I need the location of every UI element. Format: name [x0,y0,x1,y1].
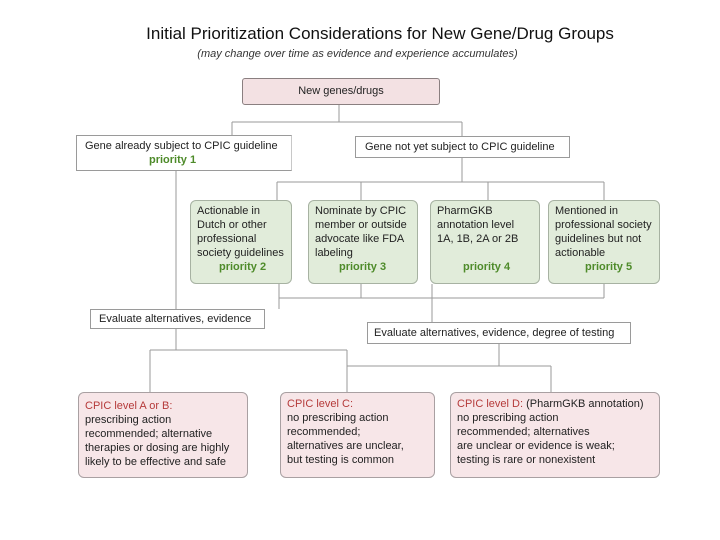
branch-right-label: Gene not yet subject to CPIC guideline [365,141,555,153]
criteria-3-line-1: PharmGKB [437,205,493,217]
criteria-actionable-dutch: Actionable in Dutch or other professiona… [190,200,292,284]
level-d-line-1: no prescribing action [457,412,559,424]
cpic-level-d: CPIC level D: (PharmGKB annotation) no p… [450,392,660,478]
level-a-line-1: prescribing action [85,414,172,426]
cpic-level-a-or-b: CPIC level A or B: prescribing action re… [78,392,248,478]
level-d-line-4: testing is rare or nonexistent [457,454,596,466]
criteria-1-line-3: professional [197,233,257,245]
criteria-1-line-1: Actionable in [197,205,260,217]
level-c-line-1: no prescribing action [287,412,389,424]
criteria-4-line-4: actionable [555,247,606,259]
criteria-2-line-2: member or outside [315,219,407,231]
criteria-2-line-1: Nominate by CPIC [315,205,407,217]
criteria-pharmgkb-annotation: PharmGKB annotation level 1A, 1B, 2A or … [430,200,540,284]
level-c-line-3: alternatives are unclear, [287,440,404,452]
level-c-heading: CPIC level C: [287,398,354,410]
criteria-3-line-2: annotation level [437,219,515,231]
diagram-subtitle: (may change over time as evidence and ex… [197,48,518,60]
level-a-heading: CPIC level A or B: [85,400,173,412]
criteria-1-line-2: Dutch or other [197,219,267,231]
evaluate-alternatives-evidence-testing: Evaluate alternatives, evidence, degree … [367,322,631,344]
level-a-line-4: likely to be effective and safe [85,456,227,468]
evaluate-left-label: Evaluate alternatives, evidence [99,313,252,325]
criteria-mentioned-in-guidelines: Mentioned in professional society guidel… [548,200,660,284]
criteria-1-line-4: society guidelines [197,247,284,259]
priority-4-label: priority 4 [463,261,511,273]
level-d-line-2: recommended; alternatives [457,426,590,438]
priority-3-label: priority 3 [339,261,387,273]
priority-2-label: priority 2 [219,261,267,273]
criteria-2-line-4: labeling [315,247,353,259]
priority-1-label: priority 1 [149,154,197,166]
level-c-line-4: but testing is common [287,454,394,466]
root-node-new-genes: New genes/drugs [242,78,440,105]
evaluate-right-label: Evaluate alternatives, evidence, degree … [374,327,615,339]
branch-left-label: Gene already subject to CPIC guideline [85,140,278,152]
criteria-4-line-3: guidelines but not [555,233,642,245]
criteria-nominate-cpic: Nominate by CPIC member or outside advoc… [308,200,418,284]
root-node-label: New genes/drugs [298,85,384,97]
criteria-3-spacer [437,246,533,260]
level-d-heading: CPIC level D: [457,398,524,410]
level-d-heading-suffix: (PharmGKB annotation) [523,398,644,410]
criteria-2-line-3: advocate like FDA [315,233,405,245]
branch-gene-not-subject-to-cpic: Gene not yet subject to CPIC guideline [355,136,570,158]
criteria-4-line-1: Mentioned in [555,205,618,217]
criteria-3-line-3: 1A, 1B, 2A or 2B [437,233,519,245]
criteria-4-line-2: professional society [555,219,652,231]
cpic-level-c: CPIC level C: no prescribing action reco… [280,392,435,478]
evaluate-alternatives-evidence: Evaluate alternatives, evidence [90,309,265,329]
level-a-line-2: recommended; alternative [85,428,213,440]
priority-5-label: priority 5 [585,261,633,273]
level-d-line-3: are unclear or evidence is weak; [457,440,615,452]
level-c-line-2: recommended; [287,426,361,438]
level-a-line-3: therapies or dosing are highly [85,442,230,454]
level-d-heading-row: CPIC level D: (PharmGKB annotation) [457,397,653,411]
diagram-title: Initial Prioritization Considerations fo… [146,24,614,43]
branch-gene-subject-to-cpic: Gene already subject to CPIC guideline p… [76,135,292,171]
